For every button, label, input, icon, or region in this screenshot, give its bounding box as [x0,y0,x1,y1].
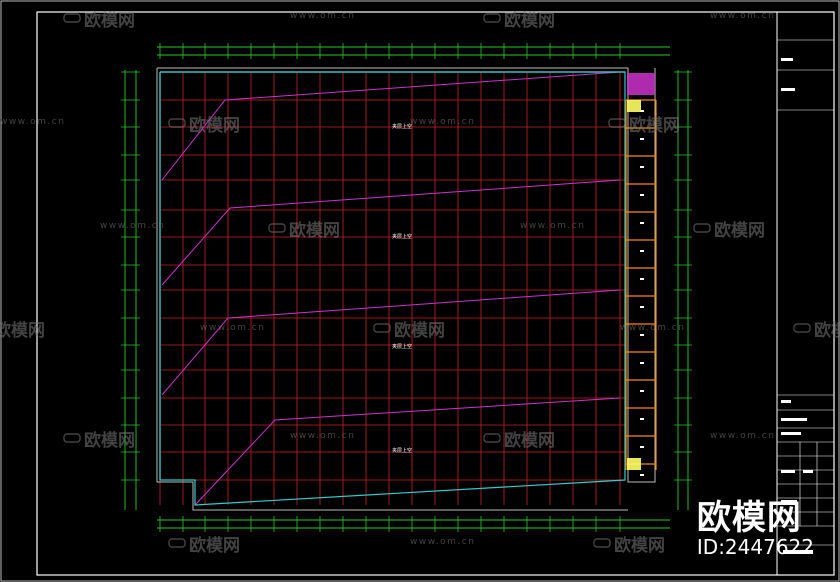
watermark-url-9: www.om.cn [710,431,775,441]
watermark-brand-12: 欧模网 [593,535,665,556]
watermark-url-6: www.om.cn [200,323,265,333]
watermark-url-5: www.om.cn [520,221,585,231]
stair-mark-11 [640,418,644,420]
sofa-logo-icon [63,433,81,443]
sofa-logo-icon [483,433,501,443]
dimension-ticks [121,43,692,532]
watermark-brand-text: 欧模网 [614,535,665,556]
stair-mark-0 [640,110,644,112]
stair-mark-7 [640,306,644,308]
watermark-brand-text: 欧模网 [189,535,240,556]
watermark-brand-text: 欧模网 [714,220,765,241]
sofa-logo-icon [63,13,81,23]
room-label-4: 夹层上空 [392,447,412,454]
watermark-brand-text: 欧模网 [504,10,555,31]
stair-mark-12 [640,446,644,448]
stair-mark-10 [640,390,644,392]
sheet-inner-border [36,11,835,576]
sofa-logo-icon [793,323,811,333]
watermark-brand-3: 欧模网 [608,115,680,136]
stair-mark-4 [640,222,644,224]
watermark-brand-text: 欧模网 [814,320,840,341]
stair-mark-5 [640,250,644,252]
brand-overlay: 欧模网 ID:2447622 [697,500,814,558]
watermark-url-3: www.om.cn [410,117,475,127]
watermark-brand-7: 欧模网 [373,320,445,341]
stair-mark-3 [640,194,644,196]
perimeter-walls [156,67,656,511]
sofa-logo-icon [268,223,286,233]
watermark-brand-text: 欧模网 [394,320,445,341]
structural-grid [159,71,625,505]
stair-mark-1 [640,138,644,140]
stair-mark-9 [640,362,644,364]
stair-mark-8 [640,334,644,336]
watermark-url-0: www.om.cn [290,11,355,21]
watermark-brand-text: 欧模网 [84,10,135,31]
watermark-brand-8: 欧模网 [793,320,840,341]
brand-logo: 欧模网 [696,498,802,538]
watermark-url-10: www.om.cn [410,537,475,547]
watermark-url-4: www.om.cn [100,221,165,231]
drawing-id: ID:2447622 [696,535,814,559]
stair-mark-2 [640,166,644,168]
stair-mark-6 [640,278,644,280]
watermark-brand-0: 欧模网 [63,10,135,31]
watermark-brand-text: 欧模网 [504,430,555,451]
watermark-url-8: www.om.cn [290,431,355,441]
title-block [777,39,834,554]
sofa-logo-icon [373,323,391,333]
sofa-logo-icon [483,13,501,23]
sofa-logo-icon [593,538,611,548]
watermark-brand-6: 欧模网 [0,320,45,341]
watermark-brand-4: 欧模网 [268,220,340,241]
sofa-logo-icon [608,118,626,128]
watermark-brand-1: 欧模网 [483,10,555,31]
watermark-brand-2: 欧模网 [168,115,240,136]
stair-mark-13 [640,474,644,476]
sofa-logo-icon [693,223,711,233]
sofa-logo-icon [168,118,186,128]
watermark-brand-10: 欧模网 [483,430,555,451]
watermark-brand-text: 欧模网 [0,320,45,341]
watermark-url-2: www.om.cn [0,117,65,127]
watermark-brand-text: 欧模网 [629,115,680,136]
room-fill-small-top [627,100,641,112]
room-fill-top [627,73,655,95]
room-fill-small-bottom [627,458,641,470]
watermark-brand-text: 欧模网 [189,115,240,136]
room-label-3: 夹层上空 [392,343,412,350]
slope-lines [161,71,621,506]
watermark-url-7: www.om.cn [620,323,685,333]
watermark-layer: 欧模网欧模网欧模网欧模网欧模网欧模网欧模网欧模网欧模网欧模网欧模网欧模网欧模网w… [0,10,840,556]
room-label-2: 夹层上空 [392,233,412,240]
watermark-brand-text: 欧模网 [84,430,135,451]
exterior-walls [159,71,626,506]
watermark-brand-9: 欧模网 [63,430,135,451]
stair-strip [625,99,657,476]
watermark-brand-11: 欧模网 [168,535,240,556]
watermark-brand-5: 欧模网 [693,220,765,241]
watermark-url-1: www.om.cn [710,11,775,21]
room-label-1: 夹层上空 [392,123,412,130]
watermark-brand-text: 欧模网 [289,220,340,241]
sofa-logo-icon [168,538,186,548]
